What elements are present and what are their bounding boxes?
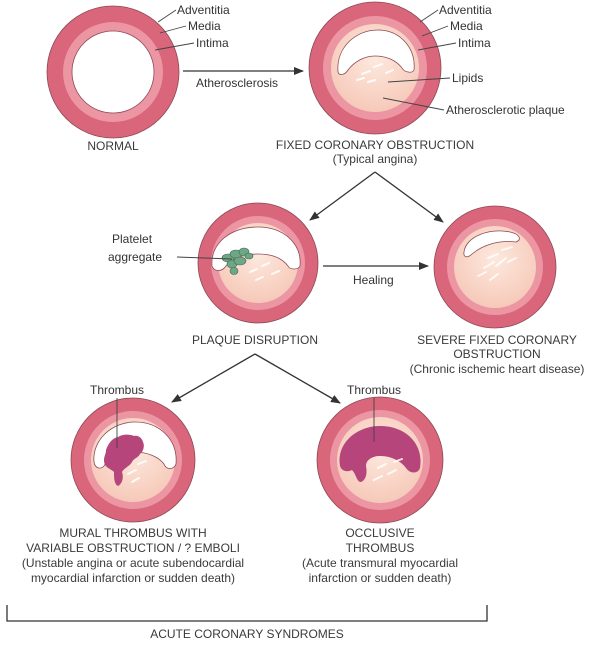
platelet-aggregate xyxy=(221,247,254,275)
caption-fixed-title: FIXED CORONARY OBSTRUCTION xyxy=(276,138,474,152)
acute-syndromes-bracket xyxy=(6,605,488,622)
caption-occlusive-line3: (Acute transmural myocardial xyxy=(302,556,458,570)
leader-plaque xyxy=(382,97,445,111)
label-intima-2: Intima xyxy=(458,36,491,50)
leader-intima xyxy=(154,42,195,51)
caption-normal: NORMAL xyxy=(87,139,139,153)
leader-media-2 xyxy=(421,25,449,37)
normal-artery xyxy=(46,5,180,139)
mural-thrombus-artery xyxy=(70,397,196,523)
lumen xyxy=(337,29,415,75)
occlusive-thrombus xyxy=(339,426,421,482)
lipid-streaks xyxy=(249,262,280,281)
label-thrombus-occlusive: Thrombus xyxy=(347,383,401,397)
lipid-streaks xyxy=(477,246,517,281)
edge-label-healing: Healing xyxy=(353,273,394,287)
lumen xyxy=(71,30,155,114)
lipid-streaks xyxy=(373,458,403,481)
leader-platelet xyxy=(176,256,233,260)
label-thrombus-mural: Thrombus xyxy=(90,383,144,397)
caption-mural-line2: VARIABLE OBSTRUCTION / ? EMBOLI xyxy=(26,541,240,555)
label-media-2: Media xyxy=(450,19,483,33)
caption-fixed-subtitle: (Typical angina) xyxy=(333,152,418,166)
plaque-disruption-artery xyxy=(197,202,319,324)
label-intima: Intima xyxy=(196,36,229,50)
label-lipids: Lipids xyxy=(452,71,483,85)
caption-occlusive-line1: OCCLUSIVE xyxy=(345,526,414,540)
leader-adventitia-2 xyxy=(419,9,439,23)
thrombus xyxy=(104,434,144,486)
arrow-to-mural xyxy=(171,353,256,403)
label-atherosclerotic-plaque: Atherosclerotic plaque xyxy=(446,103,565,117)
caption-severe-line2: OBSTRUCTION xyxy=(453,347,540,361)
occlusive-thrombus-artery xyxy=(316,396,444,524)
arrow-to-disruption xyxy=(309,171,376,221)
label-media: Media xyxy=(188,19,221,33)
lumen xyxy=(211,226,301,271)
severe-obstruction-artery xyxy=(433,205,557,329)
label-aggregate: aggregate xyxy=(108,250,162,264)
acute-syndromes-label: ACUTE CORONARY SYNDROMES xyxy=(150,627,344,641)
label-adventitia: Adventitia xyxy=(177,3,230,17)
caption-mural-line4: myocardial infarction or sudden death) xyxy=(31,571,235,585)
lipid-streaks xyxy=(356,63,394,83)
label-platelet: Platelet xyxy=(112,232,153,246)
arrow-to-severe xyxy=(374,171,444,223)
caption-disruption: PLAQUE DISRUPTION xyxy=(192,333,318,347)
arrow-to-occlusive xyxy=(254,353,341,404)
leader-media xyxy=(159,25,187,34)
caption-occlusive-line2: THROMBUS xyxy=(346,541,415,555)
caption-mural-line1: MURAL THROMBUS WITH xyxy=(59,526,206,540)
leader-lipids xyxy=(387,77,451,83)
caption-severe-line3: (Chronic ischemic heart disease) xyxy=(410,362,585,376)
caption-mural-line3: (Unstable angina or acute subendocardial xyxy=(22,556,244,570)
leader-intima-2 xyxy=(417,42,457,51)
caption-severe-line1: SEVERE FIXED CORONARY xyxy=(417,333,577,347)
leader-adventitia xyxy=(157,9,177,23)
edge-label-atherosclerosis: Atherosclerosis xyxy=(196,76,278,90)
caption-occlusive-line4: infarction or sudden death) xyxy=(309,571,452,585)
label-adventitia-2: Adventitia xyxy=(439,3,492,17)
fixed-obstruction-artery xyxy=(308,1,442,135)
lipid-streaks xyxy=(127,460,147,483)
lumen xyxy=(463,230,520,258)
